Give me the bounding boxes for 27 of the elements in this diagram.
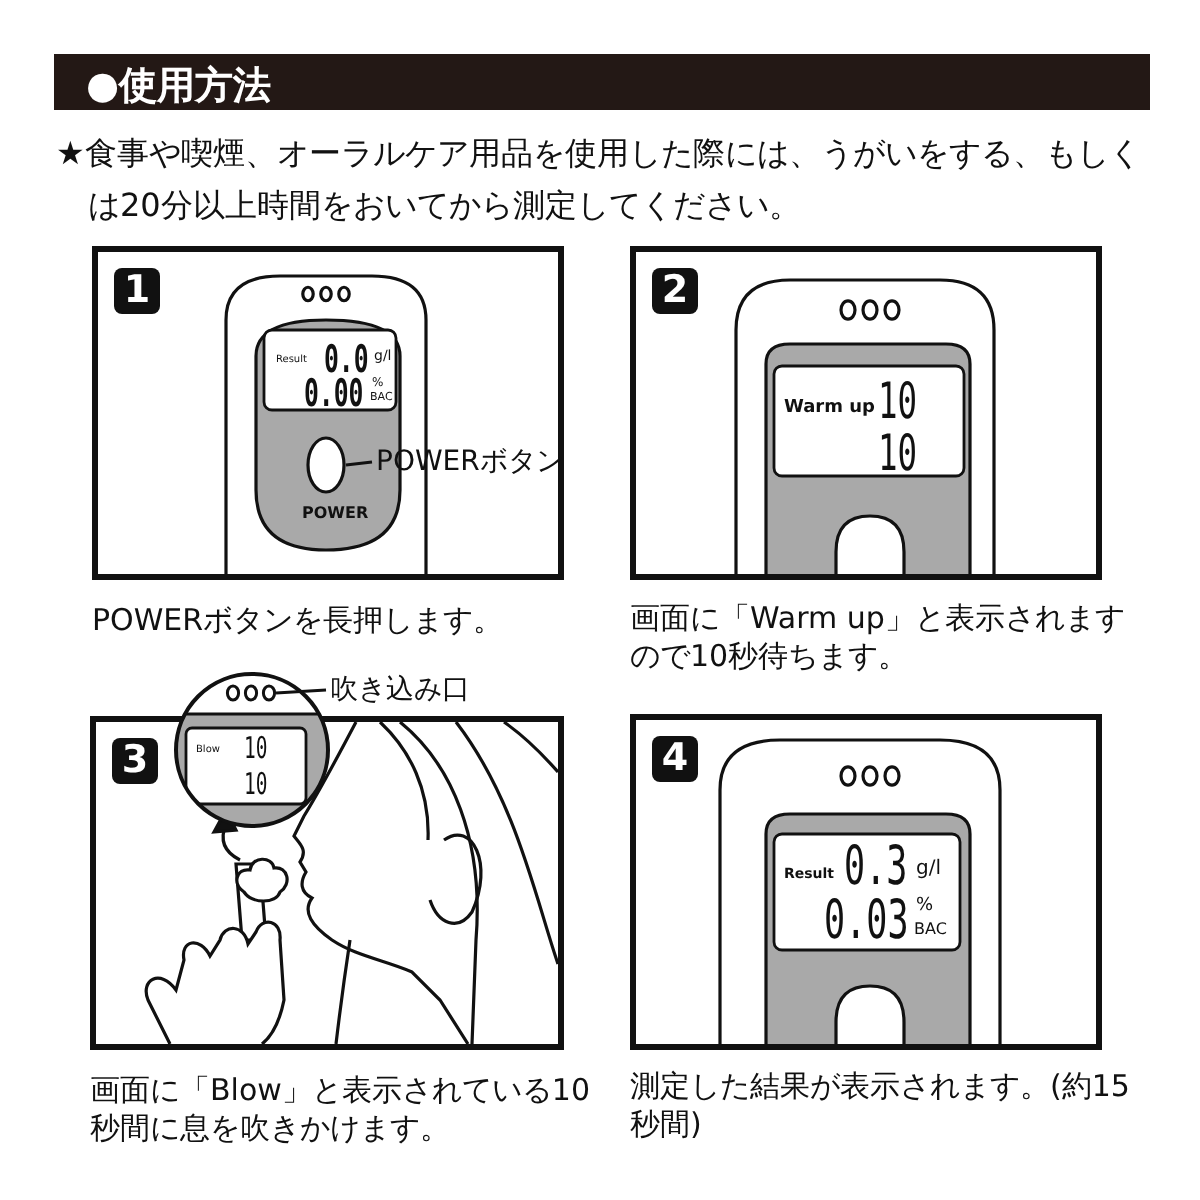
inlet-holes-icon bbox=[226, 684, 276, 702]
screen-reading: 0.0 bbox=[324, 342, 369, 380]
screen-text: Warm up bbox=[784, 400, 875, 418]
screen-reading: 10 bbox=[878, 428, 918, 478]
unit-text: % bbox=[916, 898, 934, 916]
step-caption: 画面に「Warm up」と表示されますので10秒待ちます。 bbox=[630, 600, 1127, 675]
screen-reading: 10 bbox=[244, 770, 268, 800]
step-number: 3 bbox=[112, 738, 158, 784]
screen-reading: 10 bbox=[878, 376, 918, 426]
note-text: ★食事や喫煙、オーラルケア用品を使用した際には、うがいをする、もしくは20分以上時間をおいてから測定してください。 bbox=[56, 132, 1143, 228]
callout-label: 吹き込み口 bbox=[330, 676, 470, 704]
unit-text: BAC bbox=[914, 922, 947, 938]
screen-reading: 0.00 bbox=[304, 376, 364, 414]
step-caption: 画面に「Blow」と表示されている10秒間に息を吹きかけます。 bbox=[90, 1072, 592, 1147]
step-number: 2 bbox=[652, 268, 698, 314]
screen-reading: 0.3 bbox=[844, 840, 908, 894]
unit-text: g/l bbox=[916, 860, 941, 880]
step-caption: POWERボタンを長押します。 bbox=[92, 602, 506, 640]
screen-reading: 10 bbox=[244, 734, 268, 764]
leader-line bbox=[345, 460, 373, 467]
screen-reading: 0.03 bbox=[824, 894, 909, 948]
step-caption: 測定した結果が表示されます。(約15秒間) bbox=[630, 1068, 1132, 1143]
step-number: 1 bbox=[114, 268, 160, 314]
heading: ●使用方法 bbox=[86, 62, 272, 112]
step-number: 4 bbox=[652, 736, 698, 782]
leader-line bbox=[275, 688, 327, 695]
button-text: POWER bbox=[302, 506, 369, 522]
